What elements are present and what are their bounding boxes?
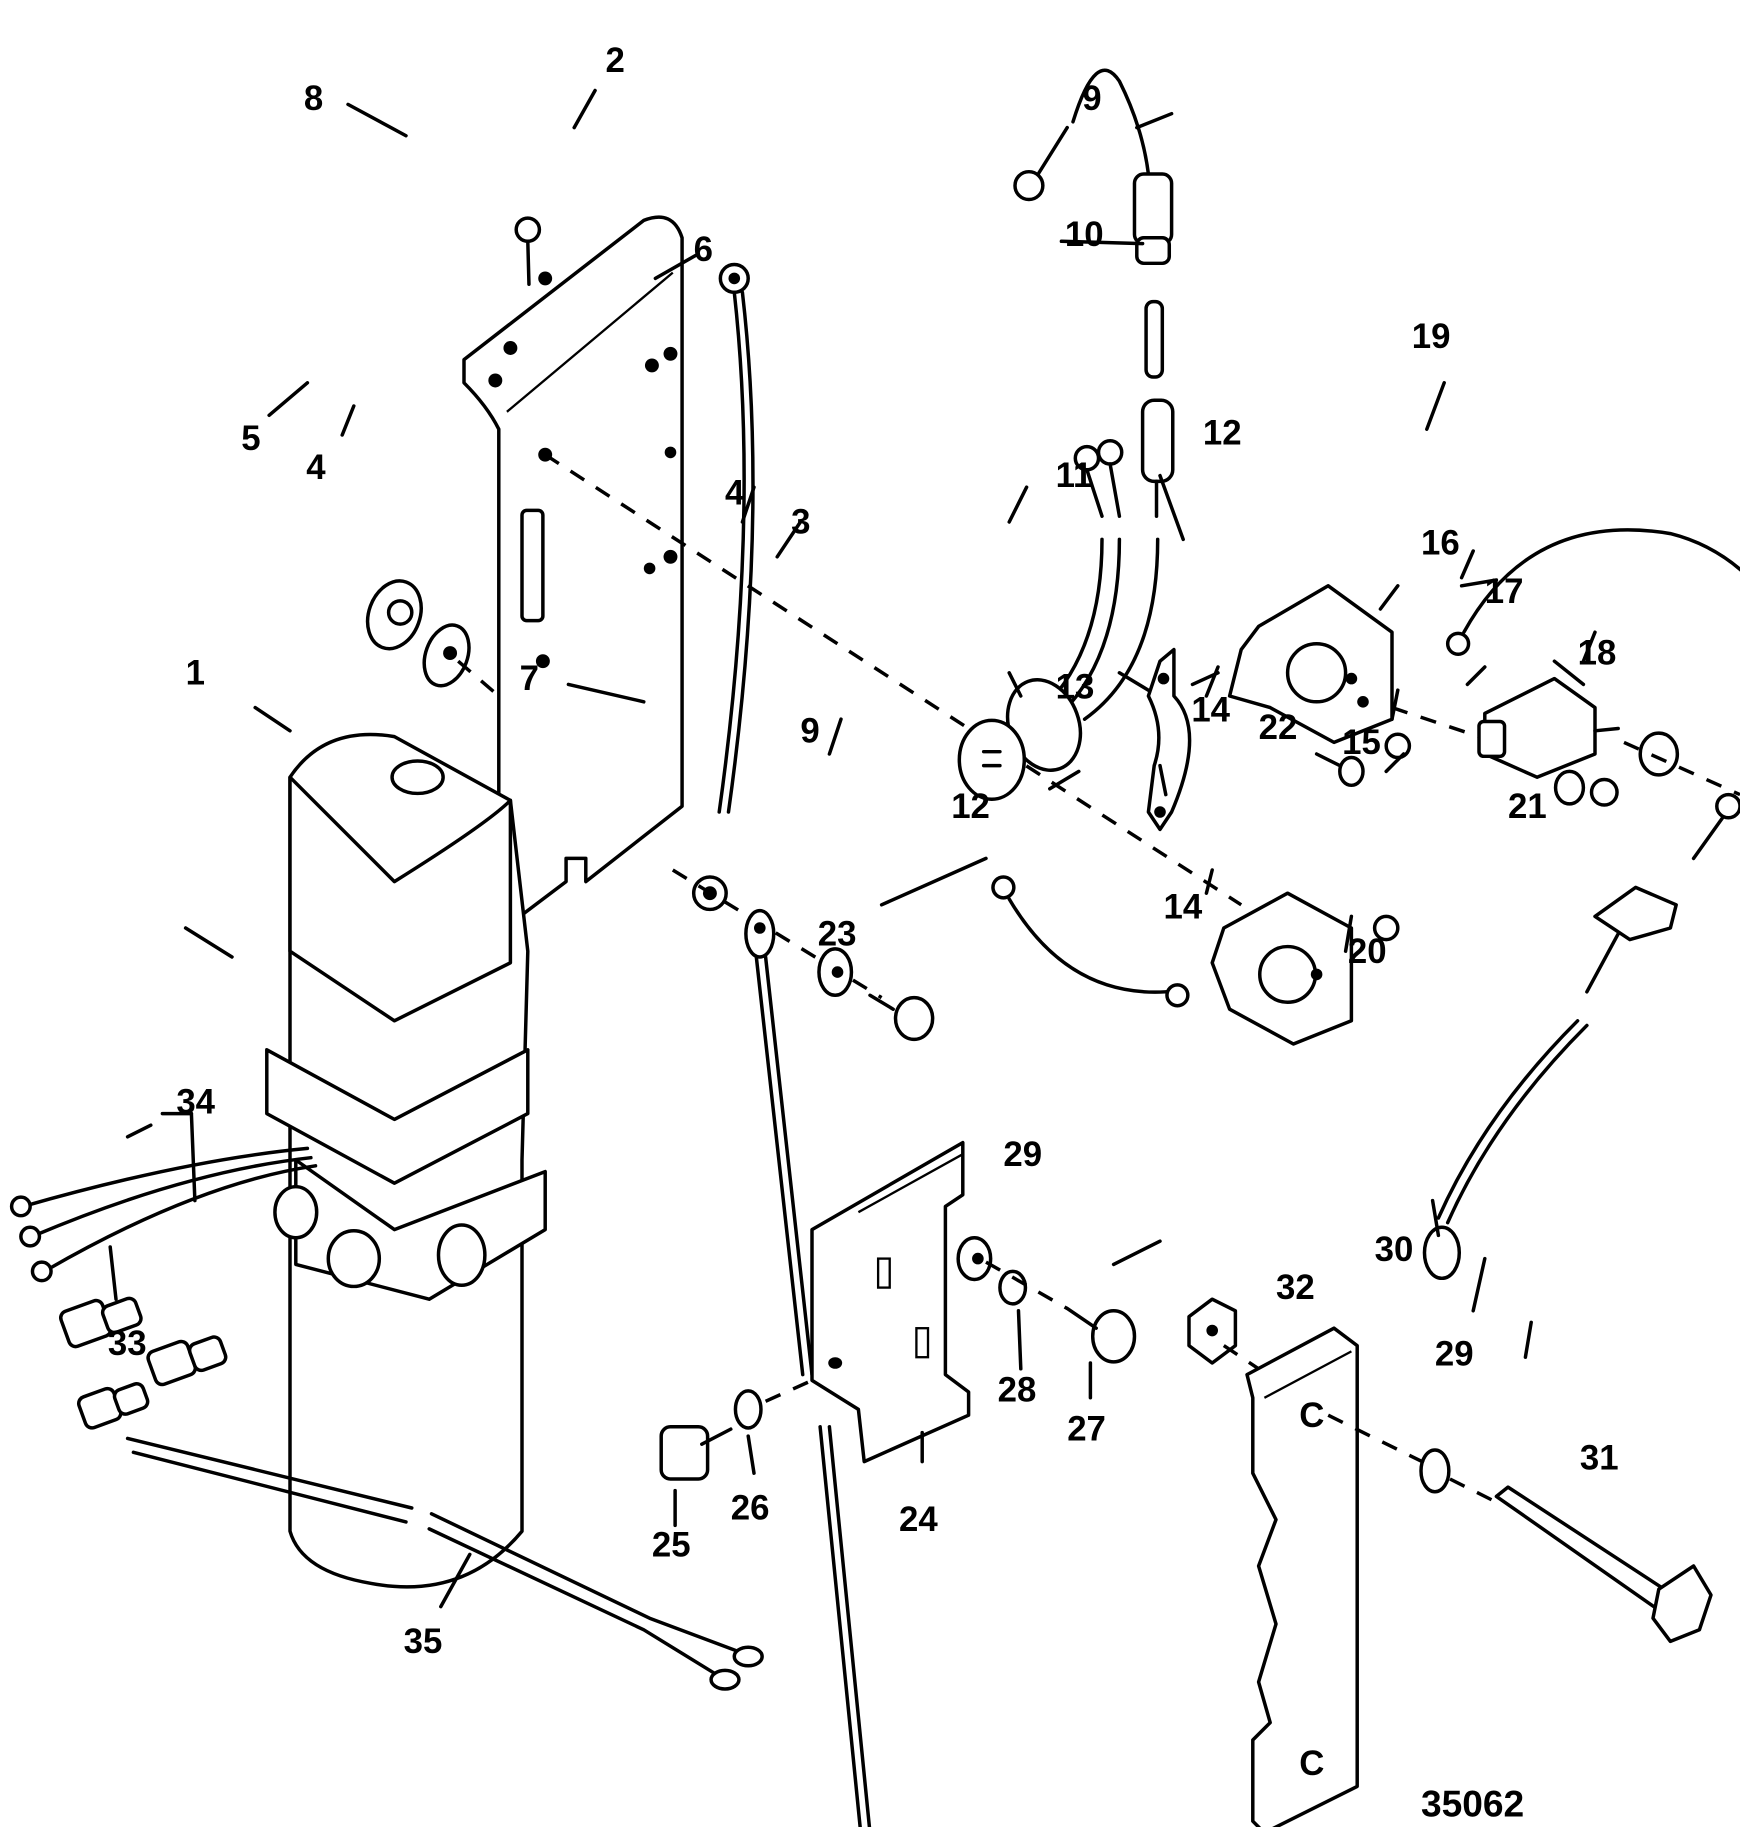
fitting-34a (59, 1296, 143, 1349)
ground-lead-7 (744, 908, 872, 1827)
callout-14a: 14 (1191, 691, 1230, 730)
callout-12b: 12 (951, 787, 990, 826)
callout-3: 3 (791, 503, 810, 542)
connector-plug-9 (1013, 68, 1174, 266)
callout-4a: 4 (306, 448, 326, 487)
callout-26: 26 (731, 1489, 770, 1528)
fuse-10 (1144, 299, 1165, 379)
callout-21: 21 (1508, 787, 1547, 826)
callout-5: 5 (241, 419, 260, 458)
callout-labels: 2 8 9 10 6 5 4 19 12 11 4 3 16 17 18 1 7… (108, 41, 1619, 1825)
callout-18: 18 (1578, 634, 1617, 673)
callout-10: 10 (1065, 215, 1104, 254)
callout-29a: 29 (1003, 1135, 1042, 1174)
callout-9a: 9 (1082, 79, 1101, 118)
callout-19: 19 (1412, 317, 1451, 356)
nut-14-lower (1372, 914, 1400, 942)
svg-text:C: C (1299, 1396, 1324, 1435)
washer-22 (1553, 769, 1586, 806)
fitting-33 (76, 1382, 150, 1430)
nut-32 (1187, 1297, 1238, 1365)
washer-29-lower (1419, 1448, 1451, 1494)
lead-23 (991, 875, 1190, 1008)
callout-14b: 14 (1163, 888, 1202, 927)
mounting-block-30: C C (1245, 1326, 1359, 1827)
mounting-bracket (462, 215, 684, 930)
callout-33: 33 (108, 1324, 147, 1363)
screw-8 (514, 216, 542, 286)
callout-25: 25 (652, 1526, 691, 1565)
bracket-24 (810, 1140, 971, 1464)
callout-17: 17 (1485, 572, 1524, 611)
callout-11: 11 (1056, 456, 1093, 495)
callout-4b: 4 (725, 474, 745, 513)
callout-29b: 29 (1435, 1334, 1474, 1373)
svg-text:C: C (1299, 1744, 1324, 1783)
callout-22: 22 (1259, 708, 1298, 747)
nut-15 (1589, 777, 1619, 807)
callout-27: 27 (1067, 1410, 1106, 1449)
callout-24: 24 (899, 1500, 938, 1539)
leader-lines (253, 88, 1597, 953)
washer-4-right (817, 947, 854, 998)
washer-29-upper (956, 1235, 993, 1282)
callout-7: 7 (520, 659, 539, 698)
callout-13: 13 (1056, 667, 1095, 706)
callout-8: 8 (304, 79, 323, 118)
figure-number: 35062 (1421, 1783, 1524, 1825)
callout-16: 16 (1421, 523, 1460, 562)
callout-30: 30 (1375, 1230, 1414, 1269)
callout-12a: 12 (1203, 413, 1242, 452)
callout-28: 28 (998, 1370, 1037, 1409)
washer-17 (1638, 731, 1680, 777)
callout-23: 23 (818, 914, 857, 953)
callout-20: 20 (1348, 932, 1387, 971)
callout-9b: 9 (800, 711, 819, 750)
relay-12-lower (1210, 891, 1354, 1046)
clip-11 (1146, 647, 1192, 832)
harness-35 (125, 1436, 764, 1691)
callout-35: 35 (404, 1622, 443, 1661)
screw-27 (1065, 1306, 1137, 1364)
callout-32: 32 (1276, 1268, 1315, 1307)
fitting-34b (146, 1335, 228, 1387)
callout-31: 31 (1580, 1439, 1619, 1478)
leader-lines-b (108, 926, 1533, 1609)
screw-3 (868, 993, 935, 1042)
screw-13 (1314, 752, 1365, 788)
washer-26 (733, 1389, 763, 1430)
pump-motor-assembly (9, 732, 547, 1589)
relay-12-upper (1227, 584, 1394, 745)
ground-lead-6 (691, 262, 755, 912)
connector-socket-9 (957, 398, 1175, 801)
screw-25 (659, 1425, 733, 1481)
lead-19 (1445, 528, 1740, 656)
callout-1: 1 (186, 653, 205, 692)
callout-6: 6 (694, 230, 713, 269)
washer-4-left (422, 623, 471, 688)
bolt-31 (1494, 1485, 1713, 1644)
lead-20-boot-21 (1422, 792, 1740, 1281)
callout-34: 34 (176, 1083, 215, 1122)
nut-14-upper (1384, 732, 1412, 760)
callout-2: 2 (606, 41, 625, 80)
callout-15: 15 (1342, 723, 1381, 762)
spacer-5 (365, 579, 423, 651)
circuit-breaker-16 (1477, 676, 1620, 779)
